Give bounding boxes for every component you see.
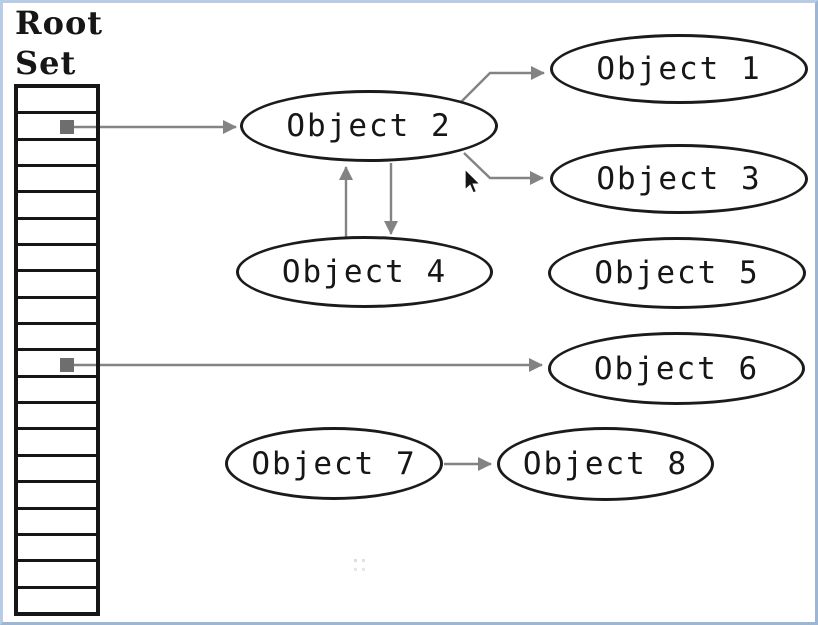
root-set-cell (18, 164, 96, 190)
root-set-stack (14, 84, 100, 616)
root-set-cell (18, 190, 96, 216)
node-object-4: Object 4 (236, 236, 493, 308)
root-set-label-line2: Set (15, 44, 77, 82)
root-set-cell (18, 348, 96, 374)
edge-object-2-to-object-3 (463, 152, 544, 185)
root-set-label-line1: Root (15, 4, 104, 42)
root-set-cell (18, 137, 96, 164)
pointer-square-cell-2 (60, 120, 74, 134)
root-set-cell (18, 506, 96, 533)
mouse-cursor-icon (464, 168, 482, 194)
root-set-cell (18, 111, 96, 137)
node-object-1: Object 1 (550, 34, 808, 104)
root-set-cell (18, 427, 96, 453)
faint-artifact-dots (354, 559, 357, 562)
root-set-cell (18, 453, 96, 480)
node-object-6: Object 6 (548, 332, 805, 405)
root-set-cell (18, 322, 96, 348)
root-set-cell (18, 269, 96, 295)
node-object-2: Object 2 (240, 90, 498, 162)
node-object-3: Object 3 (550, 144, 808, 214)
root-set-cell (18, 216, 96, 243)
root-set-label: Root Set (15, 3, 103, 83)
node-object-8: Object 8 (497, 427, 714, 501)
root-set-cell (18, 559, 96, 585)
root-set-cell (18, 243, 96, 269)
node-object-5: Object 5 (548, 237, 806, 309)
root-set-cell (18, 532, 96, 559)
root-set-cell (18, 88, 96, 111)
edge-object-2-to-object-1 (458, 66, 545, 105)
root-set-cell (18, 374, 96, 401)
root-set-cell (18, 480, 96, 506)
root-set-cell (18, 585, 96, 612)
pointer-square-cell-11 (60, 358, 74, 372)
node-object-7: Object 7 (225, 427, 443, 500)
root-set-cell (18, 295, 96, 322)
root-set-cell (18, 401, 96, 427)
